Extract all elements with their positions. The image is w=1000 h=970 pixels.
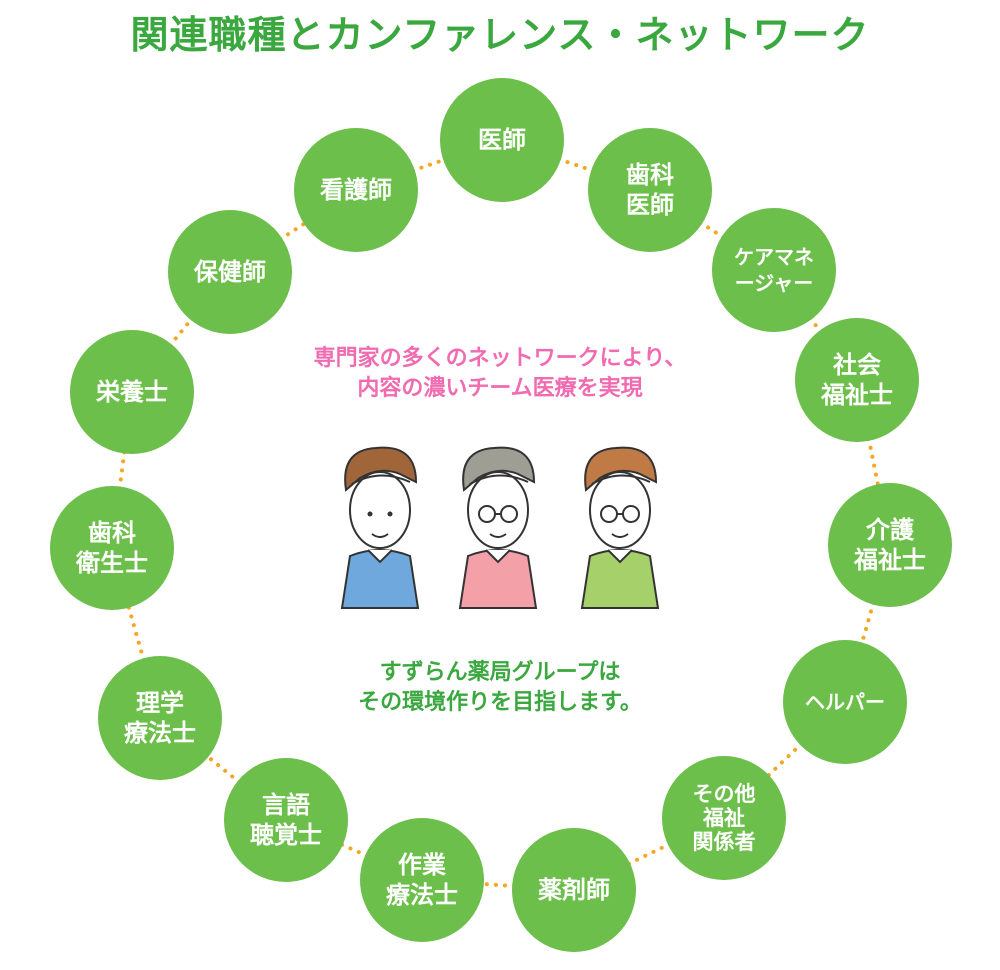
profession-label: 看護師	[320, 176, 392, 204]
profession-label: 栄養士	[96, 378, 168, 406]
profession-label: ケアマネ	[734, 245, 814, 269]
profession-node: 社会福祉士	[795, 318, 919, 442]
profession-node: 栄養士	[70, 330, 194, 454]
profession-label: 聴覚士	[250, 821, 322, 849]
connector-dots	[765, 741, 804, 779]
connector-dots	[479, 881, 517, 889]
profession-label: 医師	[478, 126, 526, 154]
connector-dots	[866, 436, 881, 489]
connector-dots	[167, 316, 195, 348]
profession-label: 福祉士	[854, 546, 926, 574]
profession-label: その他	[692, 782, 756, 806]
profession-label: 療法士	[386, 881, 458, 909]
profession-node: 理学療法士	[98, 656, 222, 780]
connector-dots	[410, 157, 448, 173]
profession-label: 関係者	[692, 830, 756, 854]
connector-dots	[117, 449, 127, 491]
profession-label: 福祉士	[821, 381, 893, 409]
profession-node: ヘルパー	[783, 640, 907, 764]
profession-node: 介護福祉士	[828, 483, 952, 607]
profession-label: 薬剤師	[538, 876, 610, 904]
profession-label: 福祉	[703, 806, 745, 830]
profession-label: 療法士	[124, 719, 196, 747]
connector-dots	[626, 841, 672, 867]
network-message: 専門家の多くのネットワークにより、 内容の濃いチーム医療を実現	[0, 344, 1000, 404]
connector-dots	[204, 753, 242, 785]
team-illustration	[340, 446, 660, 609]
profession-label: ージャー	[734, 271, 814, 295]
connector-dots	[808, 315, 823, 335]
profession-node: 薬剤師	[512, 828, 636, 952]
team-member-figure	[458, 446, 538, 609]
profession-node: 言語聴覚士	[224, 758, 348, 882]
network-message-line2: 内容の濃いチーム医療を実現	[357, 376, 643, 401]
profession-node: 歯科衛生士	[50, 486, 174, 610]
profession-label: 医師	[626, 191, 674, 219]
goal-message-line2: その環境作りを目指します。	[358, 690, 642, 715]
profession-node: 看護師	[294, 128, 418, 252]
profession-node: 作業療法士	[360, 818, 484, 942]
profession-label: 言語	[262, 791, 310, 819]
profession-label: 保健師	[194, 258, 266, 286]
team-member-figure	[340, 446, 420, 609]
profession-node: 歯科医師	[588, 128, 712, 252]
profession-node: 医師	[440, 78, 564, 202]
profession-node: ケアマネージャー	[712, 208, 836, 332]
profession-label: 衛生士	[76, 549, 148, 577]
profession-node: 保健師	[168, 210, 292, 334]
goal-message: すずらん薬局グループは その環境作りを目指します。	[0, 658, 1000, 718]
profession-label: 理学	[136, 689, 184, 717]
profession-label: 歯科	[88, 519, 136, 547]
team-member-figure	[580, 446, 660, 609]
network-message-line1: 専門家の多くのネットワークにより、	[313, 346, 687, 371]
profession-node: その他福祉関係者	[662, 756, 786, 880]
profession-label: ヘルパー	[805, 690, 885, 714]
profession-label: 介護	[866, 516, 914, 544]
connector-dots	[859, 600, 876, 647]
profession-label: 社会	[833, 351, 881, 379]
profession-label: 歯科	[626, 161, 674, 189]
connector-dots	[126, 603, 146, 663]
goal-message-line1: すずらん薬局グループは	[379, 660, 621, 685]
connector-dots	[338, 842, 370, 858]
connector-dots	[278, 220, 308, 242]
connector-dots	[556, 157, 596, 173]
page-title: 関連職種とカンファレンス・ネットワーク	[130, 13, 870, 57]
connector-dots	[698, 220, 726, 240]
profession-label: 作業	[398, 851, 446, 879]
